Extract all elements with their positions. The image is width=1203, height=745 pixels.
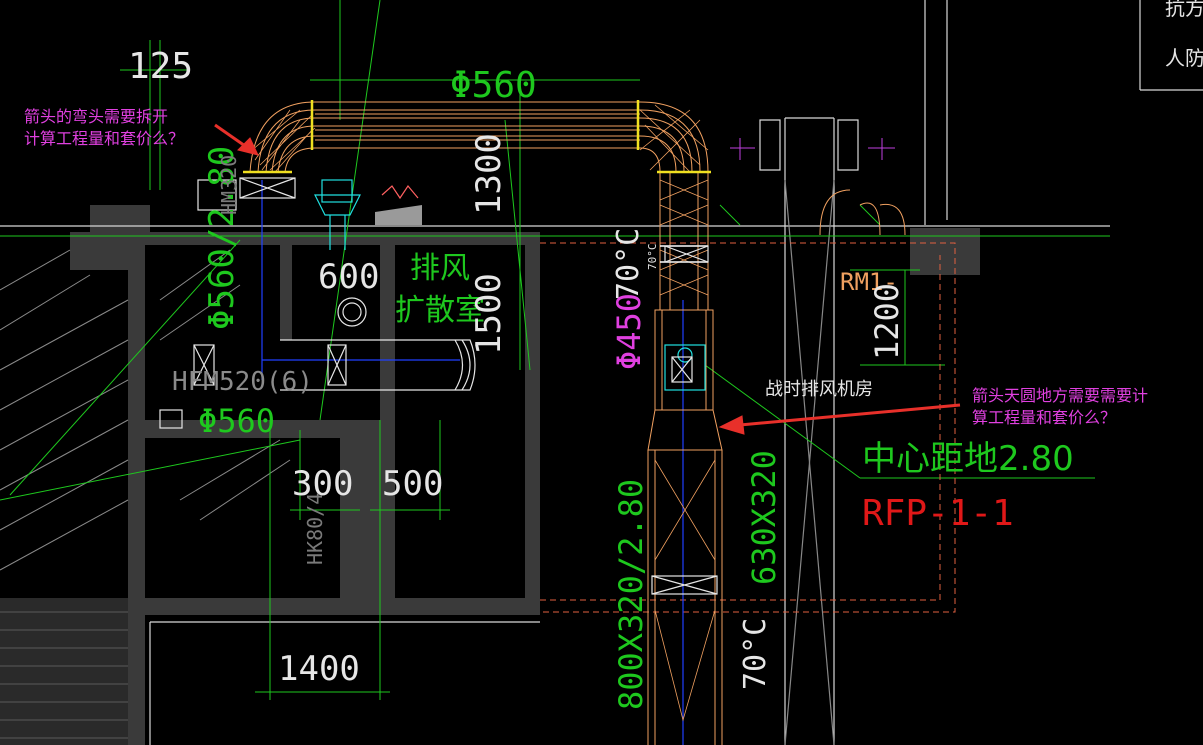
phi450-label: Φ450 — [610, 293, 648, 370]
phi560-vertical-label: Φ560/2.80 — [202, 146, 242, 330]
equipment — [314, 179, 706, 391]
duct-800-label: 800X320/2.80 — [612, 479, 650, 710]
center-lines — [261, 180, 684, 745]
elbow-note-line-1: 箭头的弯头需要拆开 — [24, 107, 169, 126]
room-boundary — [540, 242, 956, 613]
dim-600: 600 — [318, 257, 379, 297]
exhaust-label-1: 排风 — [410, 251, 470, 286]
transition-note-line-1: 箭头天圆地方需要需要计 — [972, 386, 1149, 405]
hf-label: HFM520(6) — [172, 367, 313, 397]
corner-label-bottom: 人防 — [1165, 46, 1203, 70]
corner-label-top: 抗方 — [1165, 0, 1203, 20]
fan-room-label: 战时排风机房 — [765, 379, 873, 400]
dim-1200: 1200 — [868, 283, 906, 360]
hm-label: HM320 — [217, 155, 241, 215]
wall-markers — [730, 138, 906, 236]
temp-small: 70°C — [646, 244, 659, 271]
elbow-note: 箭头的弯头需要拆开 计算工程量和套价么？ — [24, 106, 184, 150]
exhaust-duct — [249, 101, 723, 745]
temp-upper: 70°C — [611, 228, 646, 300]
elbow-note-line-2: 计算工程量和套价么？ — [24, 129, 185, 148]
phi560-top-label: Φ560 — [450, 65, 537, 106]
dimension-labels: 125 Φ560 1300 Φ560/2.80 HM320 600 排风 扩散室… — [128, 0, 1203, 710]
dim-1300: 1300 — [469, 133, 509, 215]
transition-note: 箭头天圆地方需要需要计 算工程量和套价么？ — [972, 385, 1148, 429]
dim-300: 300 — [292, 464, 353, 504]
rm1-label: RM1- — [840, 268, 898, 296]
duct-630-label: 630X320 — [745, 450, 783, 585]
rfp-label: RFP-1-1 — [862, 493, 1014, 534]
transition-note-line-2: 算工程量和套价么？ — [972, 408, 1117, 427]
exhaust-label-2: 扩散室 — [395, 293, 485, 328]
green-linework — [0, 0, 1110, 700]
dim-1500: 1500 — [469, 273, 509, 355]
dim-125: 125 — [128, 46, 193, 87]
structural-walls — [0, 205, 980, 745]
dim-500: 500 — [382, 464, 443, 504]
phi560-bottom-label: Φ560 — [198, 402, 275, 440]
dim-1400: 1400 — [278, 649, 360, 689]
hk-label: HK80/4 — [303, 493, 327, 565]
annotation-arrows — [214, 123, 961, 435]
dampers — [159, 177, 718, 595]
soil-hatching — [0, 249, 291, 739]
center-distance-label: 中心距地2.80 — [862, 439, 1074, 479]
temp-lower: 70°C — [738, 618, 773, 690]
